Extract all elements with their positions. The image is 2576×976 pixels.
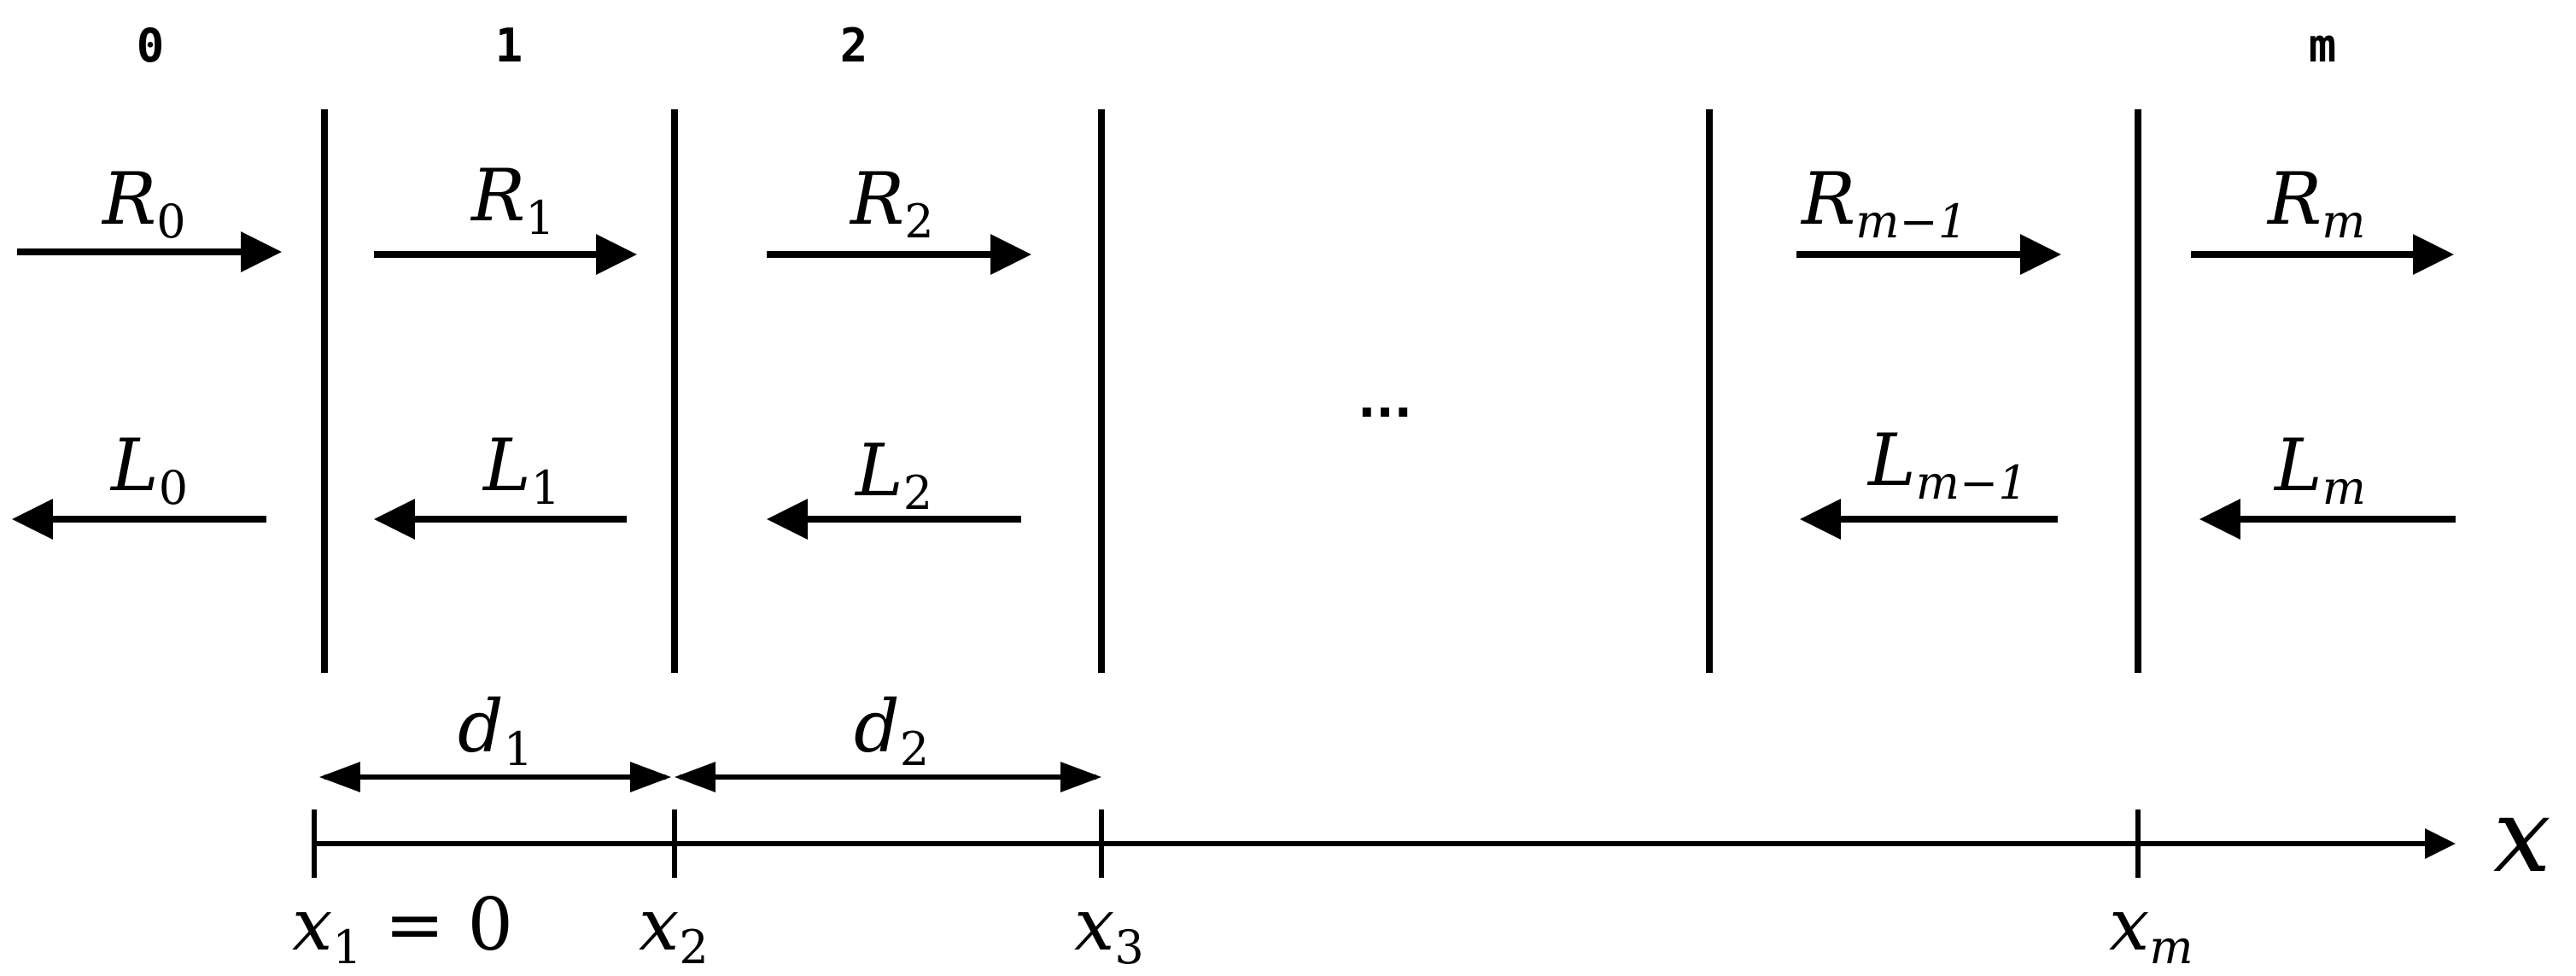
tick-label-xm: xm [2109,883,2193,974]
label-R0: R0 [101,157,186,248]
label-R1: R1 [470,154,555,245]
label-L0: L0 [109,424,188,515]
ellipsis: ... [1358,373,1412,429]
label-d2: d2 [854,685,929,776]
tick-label-x1: x1 = 0 [292,883,513,974]
layer-label-1: 1 [495,19,523,73]
layer-label-2: 2 [840,19,868,73]
label-Rm-1: Rm−1 [1800,157,1967,248]
tick-label-x3: x3 [1074,883,1144,974]
layer-label-m: m [2309,19,2337,73]
label-Rm: Rm [2266,157,2365,248]
label-Lm: Lm [2273,424,2366,515]
label-L1: L1 [482,424,560,515]
tick-label-x2: x2 [639,883,709,974]
layer-label-0: 0 [137,19,165,73]
label-L2: L2 [854,429,932,520]
label-R2: R2 [849,157,934,248]
label-Lm-1: Lm−1 [1866,418,2028,510]
x-axis-label: x [2493,777,2551,896]
label-d1: d1 [458,685,533,776]
